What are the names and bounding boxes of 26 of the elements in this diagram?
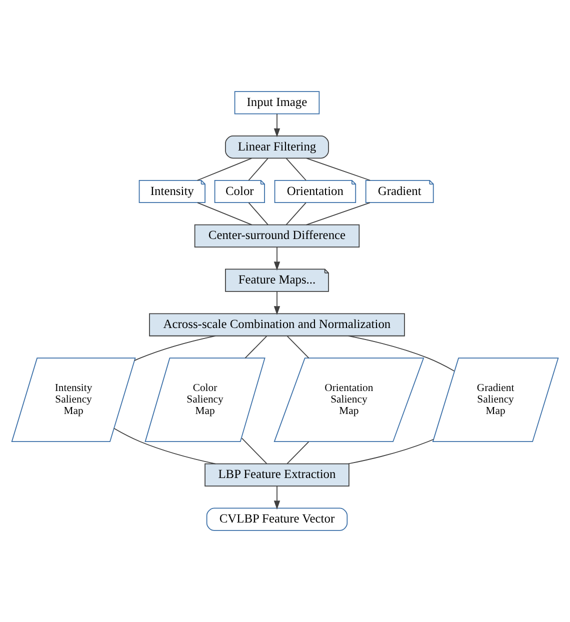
- connector: [348, 336, 455, 372]
- arrow: [274, 113, 280, 138]
- arrow: [274, 291, 280, 315]
- connector: [197, 202, 252, 226]
- node-box: Across-scale Combination and Normalization: [149, 313, 405, 336]
- node-box: Center-surround Difference: [194, 224, 360, 248]
- node-box: CVLBP Feature Vector: [206, 508, 348, 531]
- connector: [286, 441, 310, 464]
- node-box: Linear Filtering: [225, 136, 329, 159]
- connector: [348, 438, 434, 464]
- arrow: [274, 486, 280, 510]
- connector: [306, 158, 371, 181]
- connector: [286, 202, 306, 226]
- connector: [244, 336, 268, 359]
- connector: [286, 158, 306, 181]
- node-box: LBP Feature Extraction: [204, 463, 350, 486]
- connector: [248, 158, 268, 181]
- arrow: [274, 246, 280, 271]
- connector: [306, 202, 370, 226]
- connector: [114, 428, 216, 464]
- connector: [286, 336, 310, 359]
- connector: [241, 438, 268, 464]
- connector: [248, 202, 268, 226]
- connector: [196, 158, 252, 181]
- node-box: Input Image: [234, 91, 320, 114]
- connector: [134, 335, 216, 361]
